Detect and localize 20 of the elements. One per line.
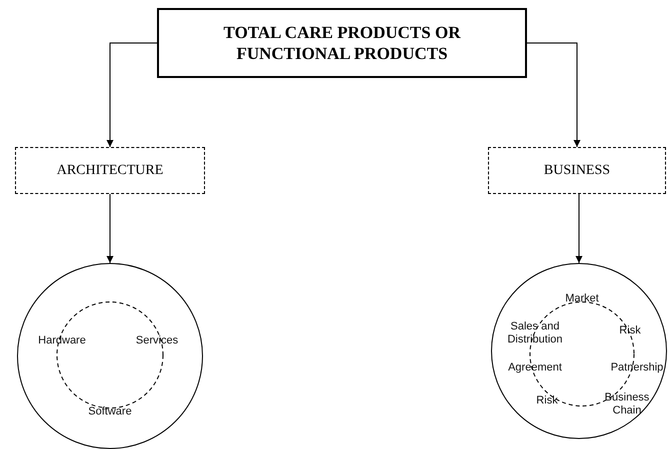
circle-label: Business Chain: [604, 391, 650, 417]
circle-label: Patnership: [610, 362, 664, 374]
circle-label: Hardware: [38, 334, 86, 348]
category-box: [15, 147, 205, 194]
circle-label: Risk: [536, 394, 558, 408]
arrow: [526, 42, 580, 148]
circle-label: Risk: [619, 324, 641, 338]
arrow: [106, 42, 158, 148]
circle-label: Agreement: [508, 362, 562, 374]
title-text: TOTAL CARE PRODUCTS OR FUNCTIONAL PRODUCTS: [222, 22, 462, 64]
circle-label: Sales and Distribution: [506, 320, 564, 346]
arrow: [576, 194, 582, 264]
category-label: BUSINESS: [542, 162, 612, 180]
circle-label: Market: [565, 292, 599, 306]
arrow: [106, 194, 114, 264]
category-box: [488, 147, 666, 194]
title-box: [157, 8, 527, 78]
circle-label: Software: [88, 406, 132, 418]
circle-label: Services: [136, 334, 178, 348]
category-label: ARCHITECTURE: [56, 162, 164, 180]
